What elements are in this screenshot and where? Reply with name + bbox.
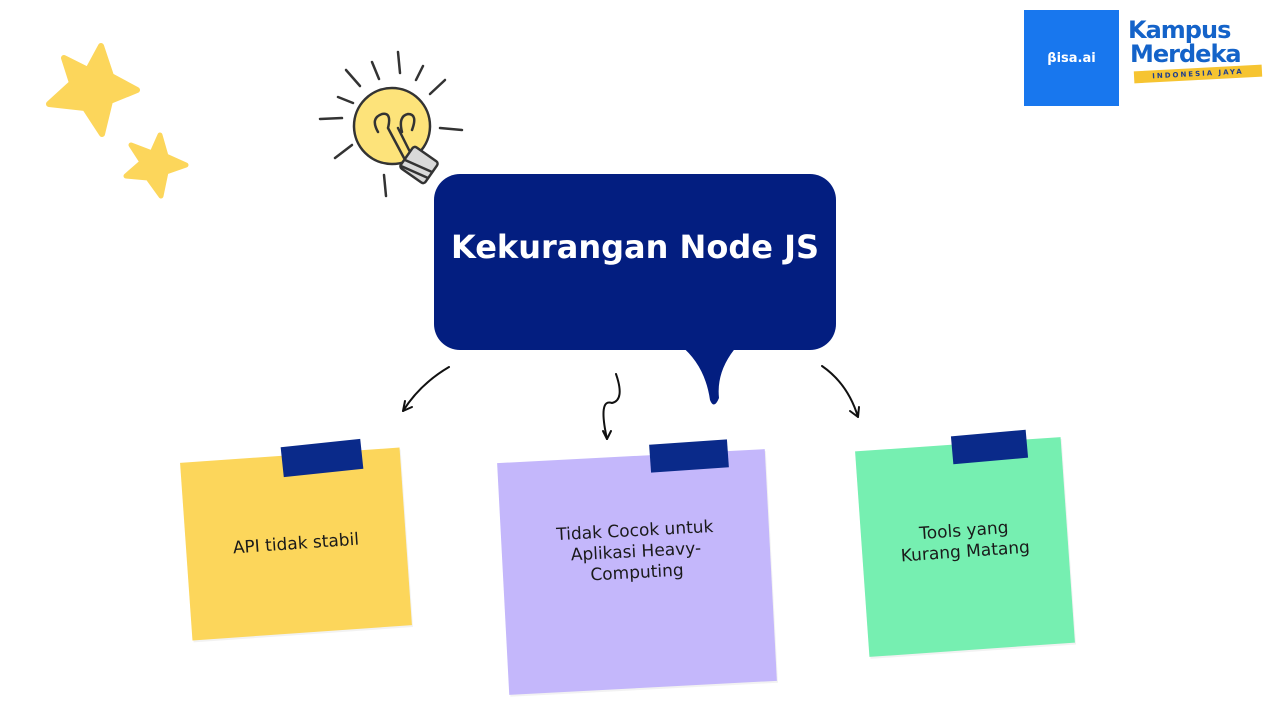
tape [649,439,729,473]
note-text: Tools yang Kurang Matang [900,517,1031,567]
bubble-tail [680,345,738,405]
note-text: Tidak Cocok untuk Aplikasi Heavy-Computi… [555,516,714,585]
note-text: API tidak stabil [232,529,360,558]
star-icon [46,43,140,137]
star-icon [123,132,189,199]
kampus-merdeka-logo: Kampus Merdeka INDONESIA JAYA [1128,18,1268,98]
arrow-icon [602,373,621,440]
page-title: Kekurangan Node JS [450,228,820,266]
kampus-logo-line2: Merdeka [1130,40,1242,68]
arrow-icon [821,365,860,418]
bisa-ai-logo: βisa.ai [1024,10,1119,106]
kampus-logo-line1: Kampus [1128,16,1231,44]
bisa-ai-logo-text: βisa.ai [1047,50,1096,66]
lightbulb-icon [318,50,464,198]
title-bubble [434,174,836,350]
note-heavy-computing: Tidak Cocok untuk Aplikasi Heavy-Computi… [497,449,777,695]
note-api-unstable: API tidak stabil [180,447,412,641]
note-immature-tools: Tools yang Kurang Matang [855,437,1075,657]
arrow-icon [402,366,450,412]
